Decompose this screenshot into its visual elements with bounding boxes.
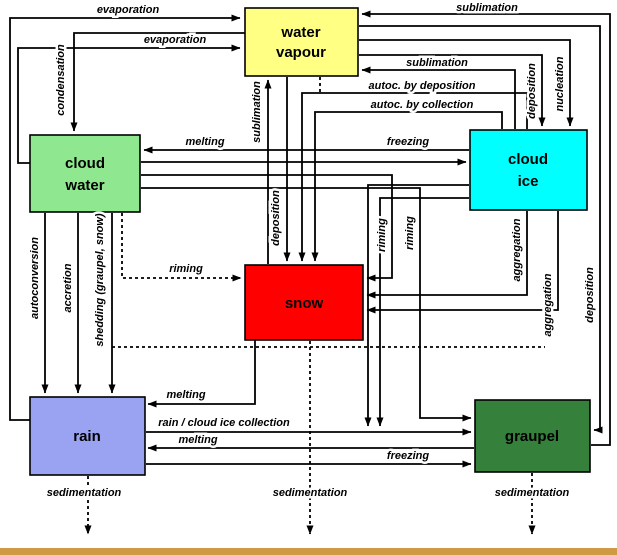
label-aggregation-1: aggregation	[511, 218, 523, 281]
arrow-evaporation-cloudwater-to-vapour	[17, 44, 241, 164]
label-autoc-by-deposition: autoc. by deposition	[369, 80, 476, 92]
label-riming-left: riming	[169, 263, 203, 275]
snow-label: snow	[285, 295, 324, 312]
arrow-autoconversion-by-deposition	[298, 92, 528, 262]
label-evaporation-top: evaporation	[97, 4, 160, 16]
arrow-autoconversion-by-collection	[311, 111, 503, 262]
label-deposition-snow: deposition	[270, 190, 282, 246]
arrow-aggregation-1	[366, 211, 528, 299]
box-cloud-water: cloud water	[29, 134, 141, 213]
label-autoc-by-collection: autoc. by collection	[371, 99, 474, 111]
arrow-deposition-vapour-to-graupel	[359, 25, 603, 434]
arrow-deposition-vapour-to-cloudice	[359, 54, 546, 127]
label-sublimation-right: sublimation	[406, 57, 468, 69]
arrow-cloudice-to-collection-1	[364, 184, 469, 427]
label-deposition-cloudice: deposition	[526, 63, 538, 119]
label-freezing-cloudwater: freezing	[387, 136, 429, 148]
box-rain: rain	[29, 396, 146, 476]
label-evaporation-mid: evaporation	[144, 34, 207, 46]
label-sedimentation-snow: sedimentation	[273, 487, 348, 499]
arrow-melting-snow-to-rain	[147, 339, 256, 408]
arrow-aggregation-2	[366, 211, 559, 314]
graupel-label: graupel	[505, 428, 559, 445]
cloud-ice-box	[469, 129, 588, 211]
arrow-condensation	[70, 32, 245, 132]
rain-label: rain	[73, 428, 101, 445]
label-condensation: condensation	[55, 44, 67, 116]
graupel-box	[474, 399, 591, 473]
label-sublimation-top: sublimation	[456, 2, 518, 14]
arrow-riming-cloudwater-to-snow-left	[121, 213, 242, 282]
arrow-sublimation-graupel-to-vapour	[361, 10, 611, 446]
water-vapour-box	[244, 7, 359, 77]
arrow-riming-cloudwater-to-graupel	[141, 187, 472, 422]
label-freezing-rain: freezing	[387, 450, 429, 462]
label-melting-graupel: melting	[178, 434, 217, 446]
cloud-water-label-line2: water	[64, 177, 104, 194]
box-snow: snow	[244, 264, 364, 341]
box-water-vapour: water vapour	[244, 7, 359, 77]
rain-box	[29, 396, 146, 476]
label-sedimentation-graupel: sedimentation	[495, 487, 570, 499]
arrow-sublimation-cloudice-to-vapour	[361, 66, 516, 129]
flow-lines	[9, 10, 611, 535]
water-vapour-label-line1: water	[280, 24, 320, 41]
label-melting-cloudice: melting	[185, 136, 224, 148]
label-accretion: accretion	[62, 263, 74, 312]
label-sublimation-center: sublimation	[251, 81, 263, 143]
water-vapour-label-line2: vapour	[276, 44, 326, 61]
arrow-nucleation	[359, 39, 574, 127]
cloud-water-label-line1: cloud	[65, 155, 105, 172]
label-sedimentation-rain: sedimentation	[47, 487, 122, 499]
arrow-evaporation-rain-to-vapour	[9, 14, 241, 421]
arrow-cloudice-to-collection-2	[376, 197, 469, 427]
label-rain-cloudice-collection: rain / cloud ice collection	[158, 417, 290, 429]
phase-boxes: water vapour cloud water cloud ice snow …	[29, 7, 591, 476]
label-autoconversion: autoconversion	[29, 237, 41, 319]
ground-strip	[0, 548, 617, 555]
label-riming-v2: riming	[404, 216, 416, 250]
cloud-ice-label-line1: cloud	[508, 151, 548, 168]
label-nucleation: nucleation	[554, 56, 566, 111]
cloud-water-box	[29, 134, 141, 213]
box-graupel: graupel	[474, 399, 591, 473]
label-aggregation-2: aggregation	[542, 273, 554, 336]
label-melting-snow: melting	[166, 389, 205, 401]
label-shedding: shedding (graupel, snow)	[94, 213, 106, 347]
label-deposition-graupel: deposition	[584, 267, 596, 323]
snow-box	[244, 264, 364, 341]
label-riming-v1: riming	[376, 218, 388, 252]
box-cloud-ice: cloud ice	[469, 129, 588, 211]
process-labels: evaporation sublimation evaporation subl…	[27, 0, 599, 502]
cloud-ice-label-line2: ice	[518, 173, 539, 190]
